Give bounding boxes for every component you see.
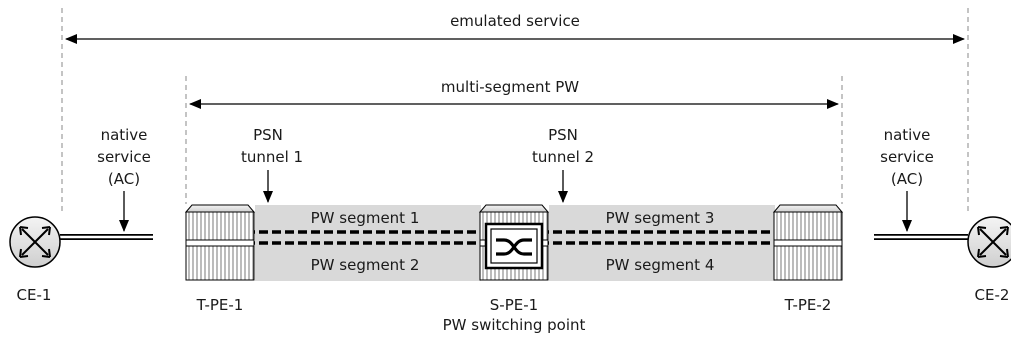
provider-edge-router-icon <box>185 204 255 281</box>
emulated-service-label: emulated service <box>450 12 580 30</box>
pw-segment-4-label: PW segment 4 <box>606 256 715 274</box>
native-service-right-line2: service <box>880 148 934 166</box>
pw-segment-3-label: PW segment 3 <box>606 209 715 227</box>
psn-tunnel-2-line1: PSN <box>548 126 578 144</box>
native-service-right-line3: (AC) <box>891 170 923 188</box>
ce1-label: CE-1 <box>17 286 52 304</box>
tpe2-label: T-PE-2 <box>784 296 832 314</box>
tpe1-label: T-PE-1 <box>196 296 244 314</box>
router-icon <box>967 216 1011 268</box>
native-service-left-line3: (AC) <box>108 170 140 188</box>
native-service-right-line1: native <box>884 126 931 144</box>
provider-edge-router-icon <box>773 204 843 281</box>
router-icon <box>9 216 61 268</box>
native-service-left-line2: service <box>97 148 151 166</box>
switching-point-label: PW switching point <box>443 316 586 334</box>
psn-tunnel-1-line1: PSN <box>253 126 283 144</box>
native-service-left-line1: native <box>101 126 148 144</box>
pw-segment-1-label: PW segment 1 <box>311 209 420 227</box>
ce2-label: CE-2 <box>975 286 1010 304</box>
spe1-label: S-PE-1 <box>490 296 538 314</box>
multi-segment-pw-label: multi-segment PW <box>441 78 579 96</box>
psn-tunnel-1-line2: tunnel 1 <box>241 148 303 166</box>
pw-segment-2-label: PW segment 2 <box>311 256 420 274</box>
psn-tunnel-2-line2: tunnel 2 <box>532 148 594 166</box>
pw-lines <box>220 230 808 245</box>
pw-switch-icon <box>484 222 544 270</box>
